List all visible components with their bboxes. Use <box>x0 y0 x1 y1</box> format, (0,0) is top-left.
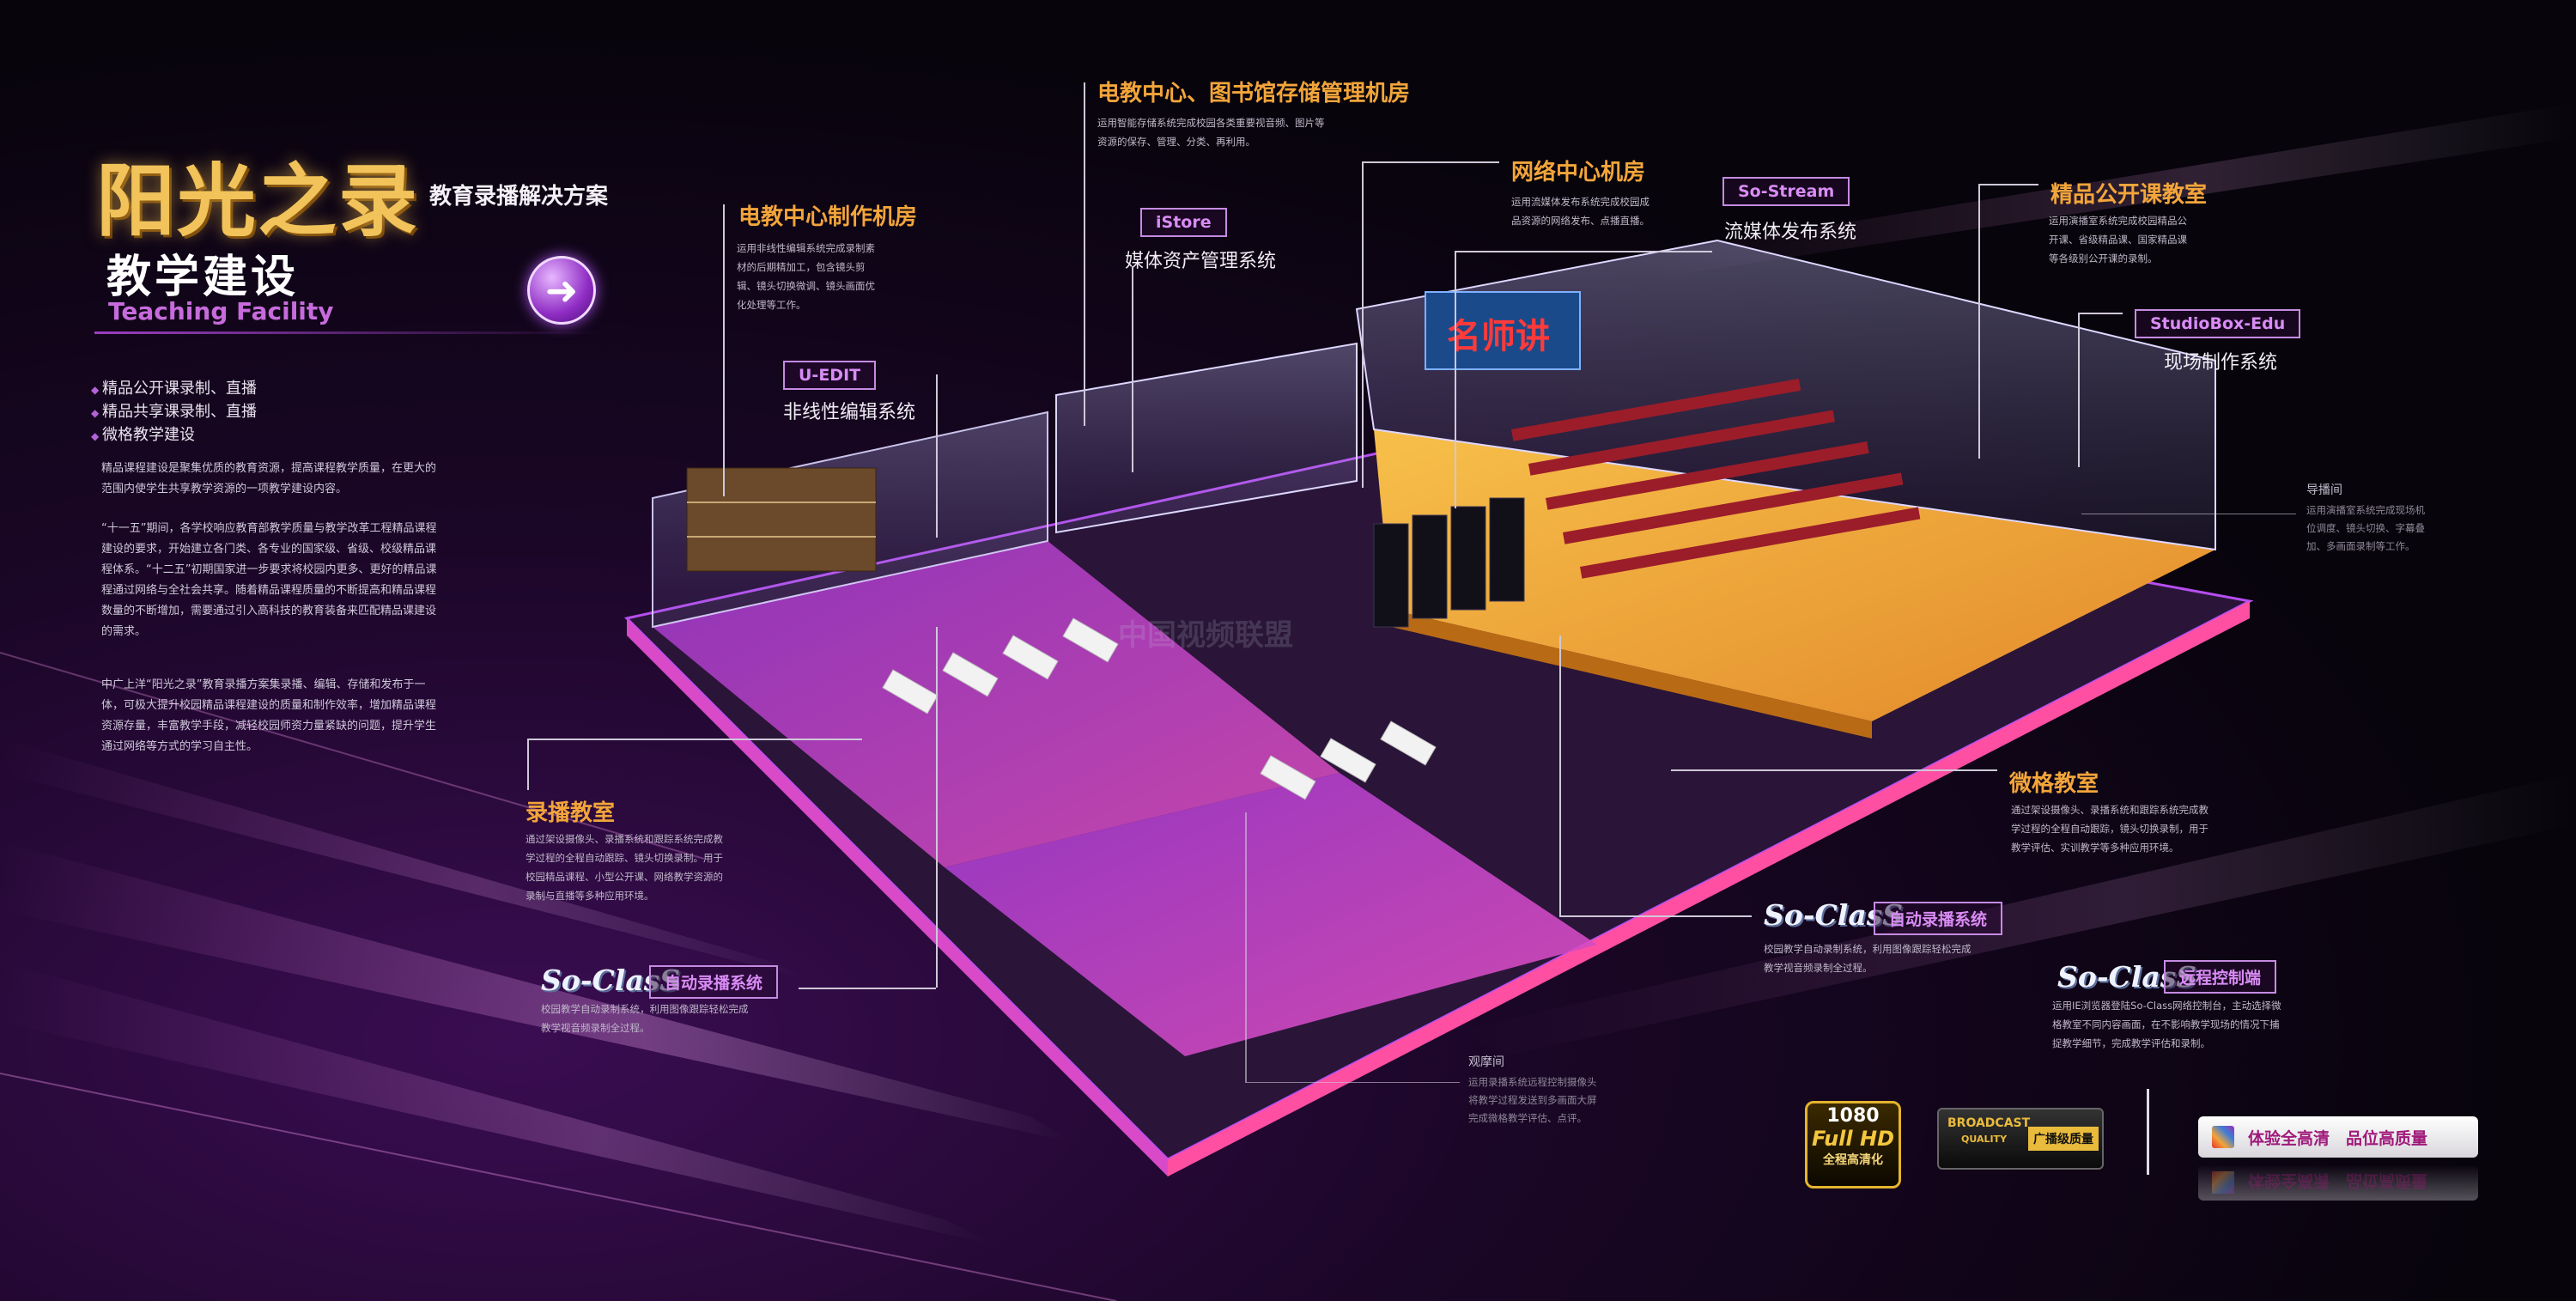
full-hd-badge: 1080 Full HD 全程高清化 <box>1805 1101 1901 1189</box>
intro-paragraph: 精品课程建设是聚集优质的教育资源，提高课程教学质量，在更大的范围内使学生共享教学… <box>101 462 437 495</box>
intro-paragraph: 中广上洋“阳光之录”教育录播方案集录播、编辑、存储和发布于一体，可极大提升校园精… <box>101 678 437 753</box>
callout-director-room-desc: 运用演播室系统完成现场机位调度、镜头切换、字幕叠 加、多画面录制等工作。 <box>2306 504 2425 552</box>
callout-storage-room-desc: 运用智能存储系统完成校园各类重要视音频、图片等资源的保存、管理、分类、再利用。 <box>1097 117 1325 148</box>
recording-room-floor <box>653 541 1340 867</box>
poster-title: 阳光之录 <box>96 155 420 247</box>
callout-open-class: 精品公开课教室 <box>2050 182 2208 208</box>
badge-divider <box>2147 1089 2149 1175</box>
slogan-banner: 体验全高清 品位高质量 <box>2198 1116 2478 1158</box>
feature-item: 精品公开课录制、直播 <box>91 378 257 401</box>
system-box-studiobox: StudioBox-Edu <box>2135 309 2301 338</box>
slogan-logo-icon <box>2212 1126 2234 1148</box>
server-racks <box>1373 497 1525 628</box>
feature-item: 微格教学建设 <box>91 424 257 447</box>
light-streaks <box>0 103 2576 1301</box>
stage-screen-text: 名师讲 <box>1447 316 1550 356</box>
system-box-sostream: So-Stream <box>1722 177 1850 206</box>
callout-network-room-desc: 运用流媒体发布系统完成校园成品资源的网络发布、点播直播。 <box>1511 196 1649 227</box>
system-name-sostream: 流媒体发布系统 <box>1724 222 1857 243</box>
section-underline <box>94 331 601 334</box>
soclass-left-desc: 校园教学自动录制系统，利用图像跟踪轻松完成教学视音频录制全过程。 <box>541 1003 749 1034</box>
auditorium-seats <box>1511 378 1921 579</box>
micro-class-floor <box>945 773 1597 1056</box>
callout-production-room: 电教中心制作机房 <box>738 204 918 230</box>
system-box-istore: iStore <box>1140 208 1227 237</box>
soclass-right-desc: 运用IE浏览器登陆So-Class网络控制台，主动选择微格教室不同内容画面，在不… <box>2052 1000 2281 1049</box>
system-name-uedit: 非线性编辑系统 <box>783 402 916 423</box>
system-box-soclass-right: 远程控制端 <box>2164 960 2277 994</box>
feature-item: 精品共享课录制、直播 <box>91 401 257 424</box>
system-name-studiobox: 现场制作系统 <box>2164 352 2278 374</box>
callout-observation-room: 观摩间 <box>1468 1055 1504 1069</box>
callout-production-room-desc: 运用非线性编辑系统完成录制素材的后期精加工，包含镜头剪 辑、镜头切换微调、镜头画… <box>737 242 875 311</box>
callout-network-room: 网络中心机房 <box>1511 160 1646 185</box>
section-title: 教学建设 <box>106 252 300 303</box>
callout-director-room: 导播间 <box>2306 483 2342 497</box>
soclass-mid-desc: 校园教学自动录制系统，利用图像跟踪轻松完成教学视音频录制全过程。 <box>1764 943 1971 974</box>
callout-open-class-desc: 运用演播室系统完成校园精品公开课、省级精品课、国家精品课 等各级别公开课的录制。 <box>2049 215 2187 264</box>
stage-screen <box>1425 291 1581 370</box>
system-box-uedit: U-EDIT <box>783 361 877 390</box>
callout-storage-room: 电教中心、图书馆存储管理机房 <box>1097 81 1411 106</box>
slogan-reflection: 体验全高清 品位高质量 <box>2198 1164 2478 1201</box>
intro-paragraph: “十一五”期间，各学校响应教育部教学质量与教学改革工程精品课程建设的要求，开始建… <box>101 522 437 638</box>
callout-micro-class: 微格教室 <box>2009 771 2099 797</box>
callout-recording-class: 录播教室 <box>526 800 616 826</box>
system-box-soclass-left: 自动录播系统 <box>649 965 779 999</box>
bookshelf <box>686 467 877 572</box>
classroom-desks <box>882 617 1437 800</box>
system-box-soclass-mid: 自动录播系统 <box>1874 902 2003 935</box>
section-title-en: Teaching Facility <box>108 297 334 325</box>
arrow-right-icon: ➜ <box>527 256 596 325</box>
callout-observation-room-desc: 运用录播系统远程控制摄像头将教学过程发送到多画面大屏 完成微格教学评估、点评。 <box>1468 1076 1597 1124</box>
system-name-istore: 媒体资产管理系统 <box>1125 251 1277 272</box>
poster-subtitle: 教育录播解决方案 <box>429 184 609 210</box>
callout-micro-class-desc: 通过架设摄像头、录播系统和跟踪系统完成教学过程的全程自动跟踪，镜头切换录制，用于… <box>2011 804 2208 854</box>
watermark: 中国视频联盟 <box>1118 618 1293 653</box>
callout-recording-class-desc: 通过架设摄像头、录播系统和跟踪系统完成教学过程的全程自动跟踪、镜头切换录制。用于… <box>526 833 723 902</box>
broadcast-quality-badge: BROADCAST QUALITY 广播级质量 <box>1937 1108 2104 1170</box>
feature-list: 精品公开课录制、直播 精品共享课录制、直播 微格教学建设 <box>91 378 257 447</box>
